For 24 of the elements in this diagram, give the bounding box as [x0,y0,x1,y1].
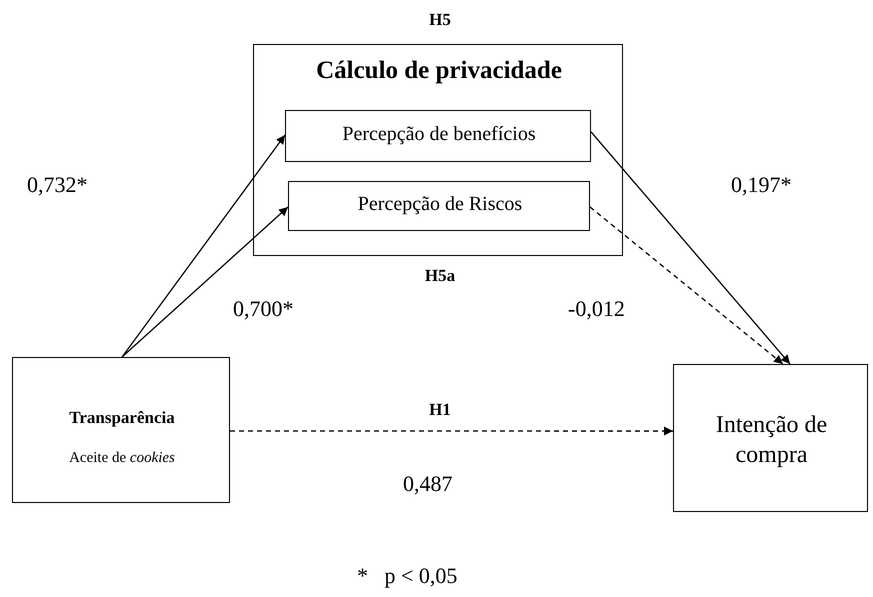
coefficient-label: 0,197* [731,172,792,198]
outcome-box [673,364,868,512]
arrow [230,426,673,436]
coefficient-label: 0,487 [403,471,452,497]
node-title: Percepção de Riscos [356,193,524,216]
hypothesis-label: H5a [424,266,456,286]
construct-box [12,357,230,503]
arrow [122,206,288,358]
node-title: Cálculo de privacidade [315,57,563,85]
node-title: Intenção de compra [714,411,828,470]
coefficient-label: 0,732* [27,172,88,198]
coefficient-label: 0,700* [233,296,294,322]
hypothesis-label: H5 [428,10,452,30]
factor-box [285,110,591,162]
factor-box [288,181,590,231]
node-title: Transparência [68,408,176,428]
significance-note: * p < 0,05 [357,563,458,589]
arrow [122,134,286,358]
group-box [253,44,623,256]
node-title: Percepção de benefícios [341,123,537,146]
arrow [590,131,790,364]
coefficient-label: -0,012 [568,296,625,322]
node-subtitle: Aceite de cookies [68,450,176,467]
arrow [590,206,784,364]
